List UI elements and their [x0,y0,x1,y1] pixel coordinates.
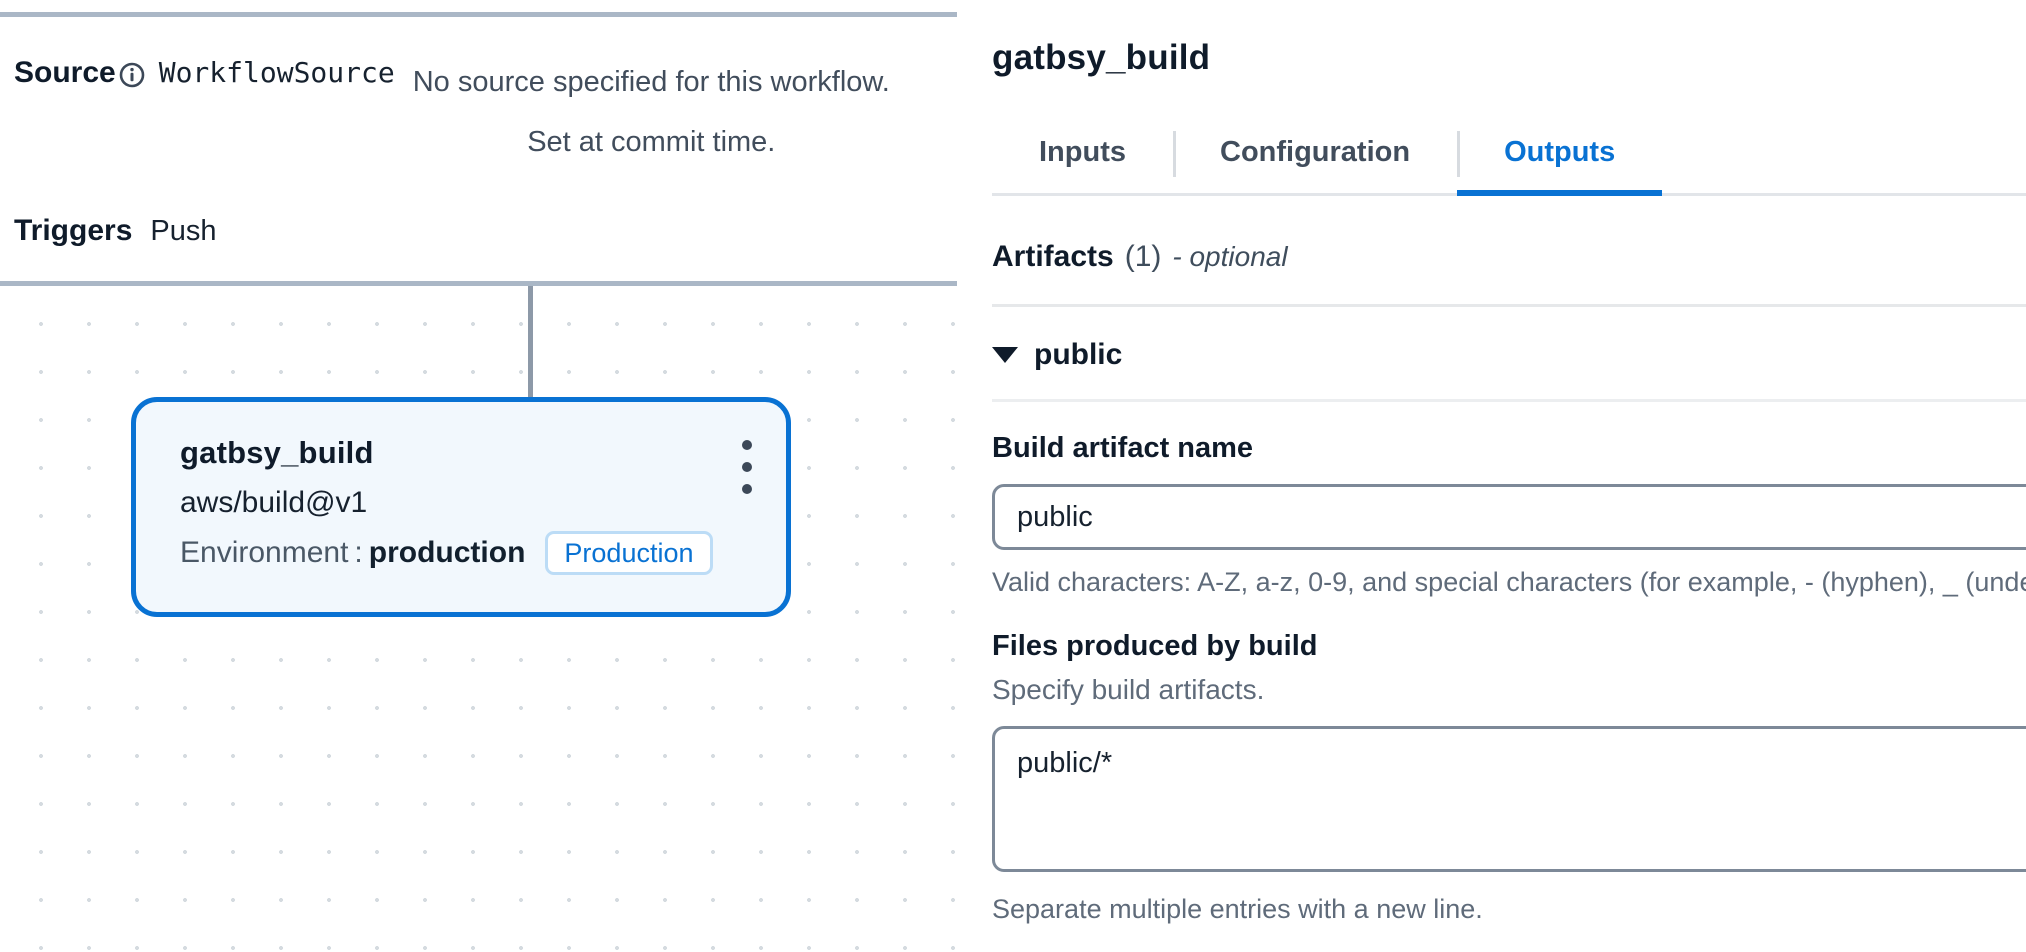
source-description-line1: No source specified for this workflow. [412,66,890,98]
tab-outputs[interactable]: Outputs [1457,115,1663,196]
caret-down-icon [992,347,1018,363]
node-details-panel: gatbsy_build Inputs Configuration Output… [957,0,2026,952]
triggers-value: Push [150,215,217,247]
triggers-label: Triggers [14,214,133,247]
workflow-node-gatbsy-build[interactable]: gatbsy_build aws/build@v1 Environment : … [131,397,791,617]
source-label: Source [14,56,116,89]
panel-tabs: Inputs Configuration Outputs [992,115,2026,196]
artifact-expander-divider [992,399,2026,402]
source-description-line2: Set at commit time. [527,126,776,158]
build-artifact-name-input[interactable] [992,484,2026,550]
node-action-id: aws/build@v1 [180,486,368,519]
triggers-row: Triggers Push [14,210,957,252]
artifact-expander-public[interactable]: public [992,335,2026,375]
files-produced-hint: Separate multiple entries with a new lin… [992,894,1483,924]
workflow-metadata: Source WorkflowSource No source specifie… [0,40,957,252]
kebab-dot [742,440,752,450]
files-produced-textarea[interactable] [992,726,2026,872]
kebab-menu-icon[interactable] [742,440,752,494]
top-divider [0,12,957,17]
workflow-canvas-pane: Source WorkflowSource No source specifie… [0,0,957,952]
tab-inputs[interactable]: Inputs [1039,136,1126,168]
build-artifact-name-label: Build artifact name [992,432,1254,464]
node-environment-row: Environment : production Production [180,531,786,575]
canvas-top-divider [0,281,957,286]
build-artifact-name-hint: Valid characters: A-Z, a-z, 0-9, and spe… [992,567,2026,597]
artifacts-section-heading: Artifacts (1) - optional [992,236,2026,278]
artifact-expander-label: public [1034,338,1123,371]
artifacts-heading-text: Artifacts [992,240,1114,273]
files-produced-label: Files produced by build [992,630,1318,662]
files-produced-sublabel: Specify build artifacts. [992,674,1265,705]
source-row: Source WorkflowSource No source specifie… [14,52,957,172]
artifacts-optional-note: - optional [1172,241,1288,272]
workflow-graph-canvas[interactable]: gatbsy_build aws/build@v1 Environment : … [0,286,957,952]
status-badge-production: Production [545,531,713,575]
source-name: WorkflowSource [158,56,395,89]
node-environment-value: production [368,536,526,569]
kebab-dot [742,484,752,494]
info-circle-icon[interactable] [119,62,145,88]
artifacts-count: (1) [1124,240,1162,273]
node-title: gatbsy_build [180,435,374,470]
artifacts-heading-divider [992,304,2026,307]
node-environment-label: Environment [180,536,349,569]
page-title: gatbsy_build [992,38,1211,77]
tab-configuration[interactable]: Configuration [1173,115,1457,193]
node-environment-separator: : [354,536,363,569]
kebab-dot [742,462,752,472]
node-connector-line [528,286,533,401]
source-description: No source specified for this workflow. S… [413,52,890,172]
